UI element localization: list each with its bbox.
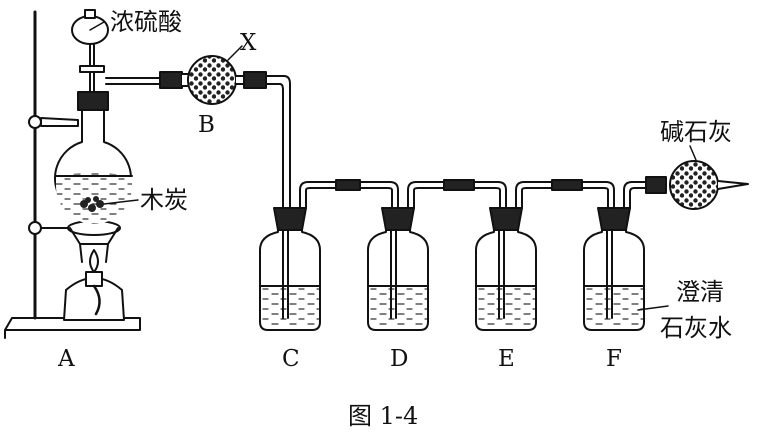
label-c: C [282,346,300,372]
label-x: X [240,30,257,56]
figure-caption: 图 1-4 [348,402,418,430]
limewater-leader [637,305,669,311]
soda-lime-bulb [645,160,749,210]
label-a: A [57,346,75,372]
bottle-letters: C D E F [282,346,622,372]
alcohol-lamp [63,249,125,321]
connecting-tubes [299,179,651,209]
charcoal-pieces [80,196,104,212]
wash-bottles [259,207,645,331]
wash-bottle-f [583,207,645,331]
apparatus-a [4,9,161,339]
label-d: D [390,346,408,372]
stand-base [4,317,141,339]
label-limewater-line1: 澄清 [676,278,724,306]
label-limewater-line2: 石灰水 [660,314,732,342]
wash-bottle-d [367,207,429,331]
x-leader [227,45,243,61]
round-bottom-flask [54,109,133,224]
gauze [69,227,119,263]
label-b: B [198,112,215,138]
acid-leader [89,21,105,31]
label-conc-sulfuric-acid: 浓硫酸 [110,8,182,36]
label-charcoal: 木炭 [140,186,188,214]
drying-bulb-b [159,55,267,105]
label-soda-lime: 碱石灰 [660,118,732,146]
upper-clamp [28,115,79,129]
wash-bottle-e [475,207,537,331]
soda-lime-leader [689,145,697,161]
wash-bottle-c [259,207,321,331]
charcoal-leader [103,199,139,205]
label-f: F [606,346,622,372]
side-outlet-tube [105,77,161,85]
flask-stopper [77,91,109,111]
tube-b-to-c [265,75,291,229]
label-e: E [498,346,515,372]
ring-clamp [28,220,121,236]
